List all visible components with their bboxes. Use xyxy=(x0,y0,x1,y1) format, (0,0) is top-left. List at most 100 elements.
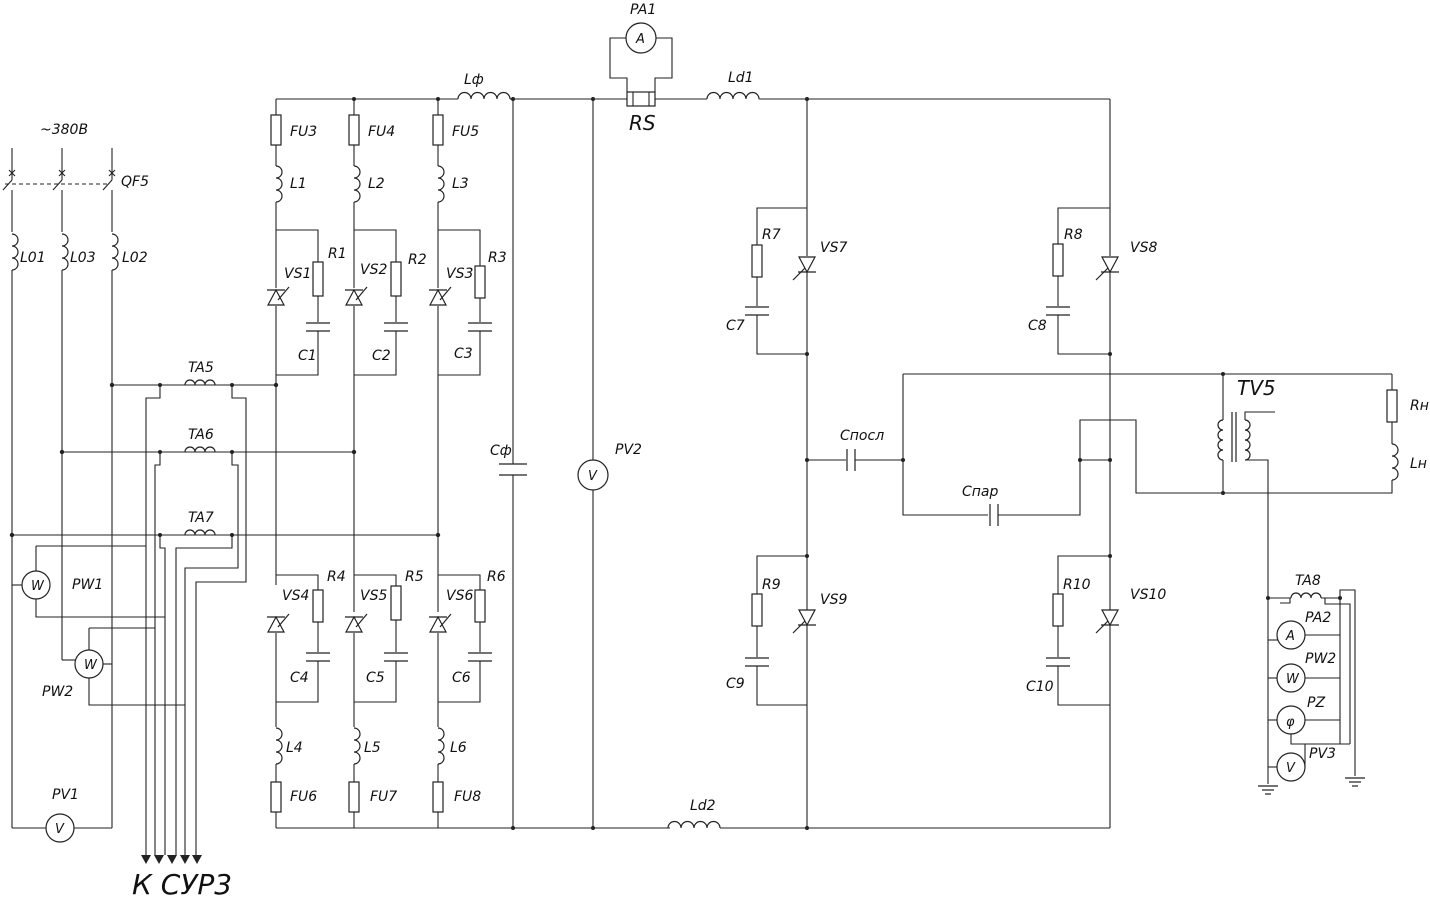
ld1-label: Ld1 xyxy=(728,70,754,86)
c6-label: C6 xyxy=(452,670,471,686)
pv2-letter: V xyxy=(588,469,598,484)
fu5-label: FU5 xyxy=(452,124,479,140)
fu4-label: FU4 xyxy=(368,124,395,140)
ct-ta6 xyxy=(184,446,216,453)
c10-label: C10 xyxy=(1026,679,1054,695)
fu3-label: FU3 xyxy=(290,124,317,140)
pv2-label: PV2 xyxy=(615,442,642,458)
dc-choke-top xyxy=(706,91,760,100)
ct-ta8 xyxy=(1290,592,1322,599)
r3-label: R3 xyxy=(488,250,507,266)
r10-label: R10 xyxy=(1063,577,1091,593)
fu7-label: FU7 xyxy=(370,789,397,805)
ln-label: Lн xyxy=(1410,456,1427,472)
c4-label: C4 xyxy=(290,670,309,686)
filter-inductor xyxy=(457,91,511,100)
l1-label: L1 xyxy=(290,176,307,192)
vs2-label: VS2 xyxy=(360,262,387,278)
rn-label: Rн xyxy=(1410,398,1429,414)
pw1-letter: W xyxy=(31,579,45,594)
c3-label: C3 xyxy=(454,346,473,362)
vs8-label: VS8 xyxy=(1130,240,1157,256)
r6-label: R6 xyxy=(487,569,506,585)
dc-choke-bottom xyxy=(667,820,721,829)
choke-label-l01: L01 xyxy=(20,250,46,266)
ammeter-pa1 xyxy=(625,22,657,54)
r7-label: R7 xyxy=(762,227,781,243)
r9-label: R9 xyxy=(762,577,781,593)
input-breaker xyxy=(2,148,116,232)
c9-label: C9 xyxy=(726,676,745,692)
ct-label-ta6: TA6 xyxy=(188,427,214,443)
fu6-label: FU6 xyxy=(290,789,317,805)
pa1-letter: A xyxy=(635,32,645,47)
pa1-label: PA1 xyxy=(630,2,656,18)
c5-label: C5 xyxy=(366,670,385,686)
pa2-label: PA2 xyxy=(1305,610,1331,626)
parallel-cap-label: Cпар xyxy=(962,484,999,500)
pz-label: PZ xyxy=(1307,695,1325,711)
l5-label: L5 xyxy=(364,740,381,756)
pv1-label: PV1 xyxy=(52,787,79,803)
filter-cap-label: Cф xyxy=(490,443,512,459)
c1-label: C1 xyxy=(298,348,317,364)
pv3-letter: V xyxy=(1286,761,1296,776)
vs10-label: VS10 xyxy=(1130,587,1166,603)
vs6-label: VS6 xyxy=(446,588,473,604)
l4-label: L4 xyxy=(286,740,303,756)
series-cap xyxy=(846,448,856,472)
ct-label-ta8: TA8 xyxy=(1295,573,1321,589)
l6-label: L6 xyxy=(450,740,467,756)
output-arrows xyxy=(141,855,202,864)
load-inductor xyxy=(1391,443,1399,481)
r1-label: R1 xyxy=(328,246,347,262)
shunt-rs xyxy=(626,91,656,107)
r2-label: R2 xyxy=(408,252,427,268)
parallel-cap xyxy=(989,503,999,527)
fu8-label: FU8 xyxy=(454,789,481,805)
pw1-label: PW1 xyxy=(72,577,103,593)
pw2-out-label: PW2 xyxy=(1305,651,1336,667)
shunt-label: RS xyxy=(629,111,656,135)
choke-label-l02: L02 xyxy=(122,250,148,266)
c8-label: C8 xyxy=(1028,318,1047,334)
voltmeter-pv1 xyxy=(45,813,75,843)
vs3-label: VS3 xyxy=(446,266,473,282)
filter-inductor-label: Lф xyxy=(464,72,484,88)
vs9-label: VS9 xyxy=(820,592,847,608)
input-choke-1 xyxy=(11,233,19,271)
input-choke-3 xyxy=(61,233,69,271)
pw2-label: PW2 xyxy=(42,684,73,700)
supply-voltage-label: ~380В xyxy=(40,122,88,138)
ct-ta7 xyxy=(184,529,216,536)
vs7-label: VS7 xyxy=(820,240,847,256)
r5-label: R5 xyxy=(405,569,424,585)
c7-label: C7 xyxy=(726,318,745,334)
pz-letter: φ xyxy=(1286,715,1295,730)
r4-label: R4 xyxy=(327,569,346,585)
pv3-label: PV3 xyxy=(1309,746,1336,762)
c2-label: C2 xyxy=(372,348,391,364)
pw2-letter: W xyxy=(84,658,98,673)
destination-label: К СУР3 xyxy=(132,868,232,900)
input-choke-2 xyxy=(111,233,119,271)
l3-label: L3 xyxy=(452,176,469,192)
l2-label: L2 xyxy=(368,176,385,192)
tv5-label: TV5 xyxy=(1237,376,1276,400)
breaker-label: QF5 xyxy=(121,174,149,190)
vs1-label: VS1 xyxy=(284,266,311,282)
pv1-letter: V xyxy=(55,822,65,837)
load-resistor xyxy=(1386,389,1398,423)
ct-label-ta5: TA5 xyxy=(188,360,214,376)
pa2-letter: A xyxy=(1285,629,1295,644)
series-cap-label: Cпосл xyxy=(840,428,884,444)
ct-label-ta7: TA7 xyxy=(188,510,214,526)
vs5-label: VS5 xyxy=(360,588,387,604)
choke-label-l03: L03 xyxy=(70,250,96,266)
ct-ta5 xyxy=(184,379,216,386)
r8-label: R8 xyxy=(1064,227,1083,243)
vs4-label: VS4 xyxy=(282,588,309,604)
pw2-out-letter: W xyxy=(1286,672,1300,687)
ld2-label: Ld2 xyxy=(690,798,716,814)
